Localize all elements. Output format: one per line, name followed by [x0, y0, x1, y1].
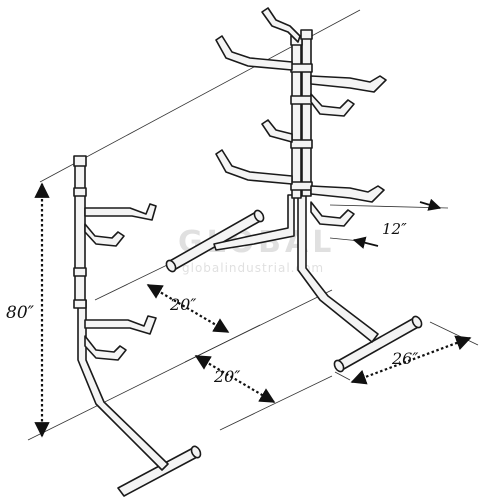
front-width-arrow [146, 284, 230, 333]
crossbar-cap-right [253, 209, 265, 223]
guide-line-front-20 [184, 289, 333, 363]
front-rack-upper-arm-1 [84, 203, 157, 221]
back-rack-top-arm-right [310, 75, 387, 93]
dimension-arrows [34, 182, 472, 438]
guide-line-base-left [334, 371, 351, 381]
dimension-labels: 80″ 20″ 20″ 26″ 12″ [6, 220, 418, 386]
watermark-site: globalindustrial.com [182, 261, 324, 275]
front-rack-lower-arm-2 [84, 335, 127, 361]
front-rack-collar-2 [73, 267, 87, 277]
base-width-arrow [350, 335, 472, 385]
arm-arrow-top [419, 198, 442, 211]
front-rack [73, 155, 202, 497]
front-rack-collar-3 [73, 299, 87, 309]
arm-length-label: 12″ [382, 220, 407, 238]
guide-line-base-right [429, 321, 479, 346]
front-rack-lower-arm-1 [84, 315, 157, 335]
back-rack-collar-1 [290, 63, 313, 73]
front-rack-upright [74, 157, 86, 305]
guide-line-back-20 [219, 375, 333, 431]
front-rack-upper-arm-2 [84, 223, 125, 247]
arm-arrows [352, 198, 442, 249]
base-width-label: 26″ [391, 349, 418, 368]
back-rack-base-cap-left [333, 359, 345, 373]
back-rack-upright-2 [301, 33, 312, 197]
front-rack-top-cap [73, 155, 87, 167]
back-rack-mid-arm-left [215, 149, 293, 185]
back-rack-top-arm-left [215, 35, 293, 71]
back-rack-mid-arm-lower [310, 201, 355, 227]
height-label: 80″ [6, 303, 35, 323]
back-rack-collar-3 [290, 139, 313, 149]
back-rack-top-cap-2 [300, 29, 313, 40]
back-rack-upright-1 [291, 37, 302, 199]
back-rack-top-arm-lower [310, 93, 355, 117]
back-rack [213, 7, 423, 373]
front-width-label: 20″ [169, 295, 196, 314]
back-width-label: 20″ [213, 367, 240, 386]
back-rack-mid-arm-right [310, 185, 385, 203]
back-rack-leg [297, 189, 379, 343]
crossbar-cap-left [165, 259, 177, 273]
back-rack-rear-leg [213, 194, 295, 251]
front-rack-collar-1 [73, 187, 87, 197]
back-rack-mid-arm-upper [261, 119, 293, 143]
back-rack-base-cap-right [411, 315, 423, 329]
back-rack-top-arm-upper [261, 7, 301, 43]
loose-crossbar [165, 209, 265, 273]
back-rack-collar-4 [290, 181, 313, 191]
front-rack-base-cap [190, 445, 202, 459]
back-rack-collar-2 [290, 95, 313, 105]
arm-arrow-bottom [352, 236, 379, 249]
back-width-arrow [194, 355, 276, 403]
